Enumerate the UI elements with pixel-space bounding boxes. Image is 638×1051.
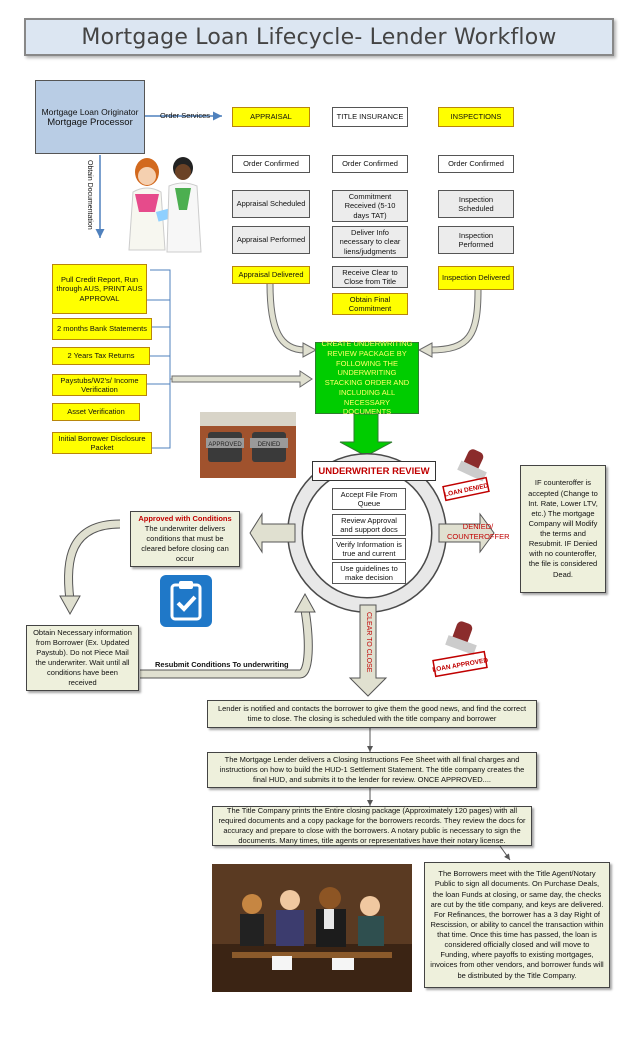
title-clear-to-close: Receive Clear to Close from Title [332, 266, 408, 288]
title-step: Commitment Received (5-10 days TAT) [332, 190, 408, 222]
closing-step-fee-sheet: The Mortgage Lender delivers a Closing I… [207, 752, 537, 788]
closing-step-title-company: The Title Company prints the Entire clos… [212, 806, 532, 846]
inspection-step: Order Confirmed [438, 155, 514, 173]
resubmit-label: Resubmit Conditions To underwriting [155, 660, 289, 669]
appraisal-step: Appraisal Performed [232, 226, 310, 254]
appraisal-step: Appraisal Scheduled [232, 190, 310, 218]
inspection-delivered: Inspection Delivered [438, 266, 514, 290]
title-final-commitment: Obtain Final Commitment [332, 293, 408, 315]
approved-title: Approved with Conditions [138, 513, 232, 523]
denied-counteroffer-label: DENIED/ COUNTEROFFER [447, 522, 510, 541]
originator-line2: Mortgage Processor [47, 116, 133, 128]
title-insurance-header: TITLE INSURANCE [332, 107, 408, 127]
doc-tax-returns: 2 Years Tax Returns [52, 347, 150, 365]
originator-box: Mortgage Loan Originator Mortgage Proces… [35, 80, 145, 154]
appraisal-delivered: Appraisal Delivered [232, 266, 310, 284]
clipboard-check-icon [160, 575, 212, 627]
closing-meeting-photo [212, 864, 412, 992]
underwriter-step: Accept File From Queue [332, 488, 406, 510]
appraisal-step: Order Confirmed [232, 155, 310, 173]
stamp-denied-text: DENIED [258, 442, 281, 448]
approved-body: The underwriter delivers conditions that… [141, 523, 229, 564]
closing-step-notify: Lender is notified and contacts the borr… [207, 700, 537, 728]
doc-income-verification: Paystubs/W2's/ Income Verification [52, 374, 147, 396]
inspections-header: INSPECTIONS [438, 107, 514, 127]
loan-denied-stamp-graphic: LOAN DENIED [442, 449, 490, 502]
title-step: Deliver Info necessary to clear liens/ju… [332, 226, 408, 258]
doc-bank-statements: 2 months Bank Statements [52, 318, 152, 340]
underwriter-step: Verify Information is true and current [332, 538, 406, 560]
approved-with-conditions-note: Approved with Conditions The underwriter… [130, 511, 240, 567]
order-services-label: Order Services [160, 111, 211, 120]
create-underwriting-package: CREATE UNDERWRITING REVIEW PACKAGE BY FO… [315, 339, 419, 416]
appraisal-header: APPRAISAL [232, 107, 310, 127]
doc-disclosure-packet: Initial Borrower Disclosure Packet [52, 432, 152, 454]
clear-to-close-label: CLEAR TO CLOSE [365, 612, 372, 673]
page-title: Mortgage Loan Lifecycle- Lender Workflow [24, 18, 614, 56]
doc-asset-verification: Asset Verification [52, 403, 140, 421]
business-people-illustration [128, 157, 202, 253]
counteroffer-note: IF counteroffer is accepted (Change to I… [520, 465, 606, 593]
inspection-step: Inspection Performed [438, 226, 514, 254]
loan-approved-stamp-graphic: LOAN APPROVED [432, 621, 489, 678]
underwriter-step: Review Approval and support docs [332, 514, 406, 536]
final-closing-note: The Borrowers meet with the Title Agent/… [424, 862, 610, 988]
underwriter-step: Use guidelines to make decision [332, 562, 406, 584]
originator-line1: Mortgage Loan Originator [41, 106, 139, 117]
obtain-info-note: Obtain Necessary information from Borrow… [26, 625, 139, 691]
doc-credit-report: Pull Credit Report, Run through AUS, PRI… [52, 264, 147, 314]
stamp-approved-text: APPROVED [208, 442, 242, 448]
inspection-step: Inspection Scheduled [438, 190, 514, 218]
title-step: Order Confirmed [332, 155, 408, 173]
obtain-documentation-label: Obtain Documentation [86, 160, 93, 230]
approved-denied-stamps-photo: APPROVED DENIED [200, 412, 296, 478]
underwriter-review-label: UNDERWRITER REVIEW [312, 461, 436, 481]
